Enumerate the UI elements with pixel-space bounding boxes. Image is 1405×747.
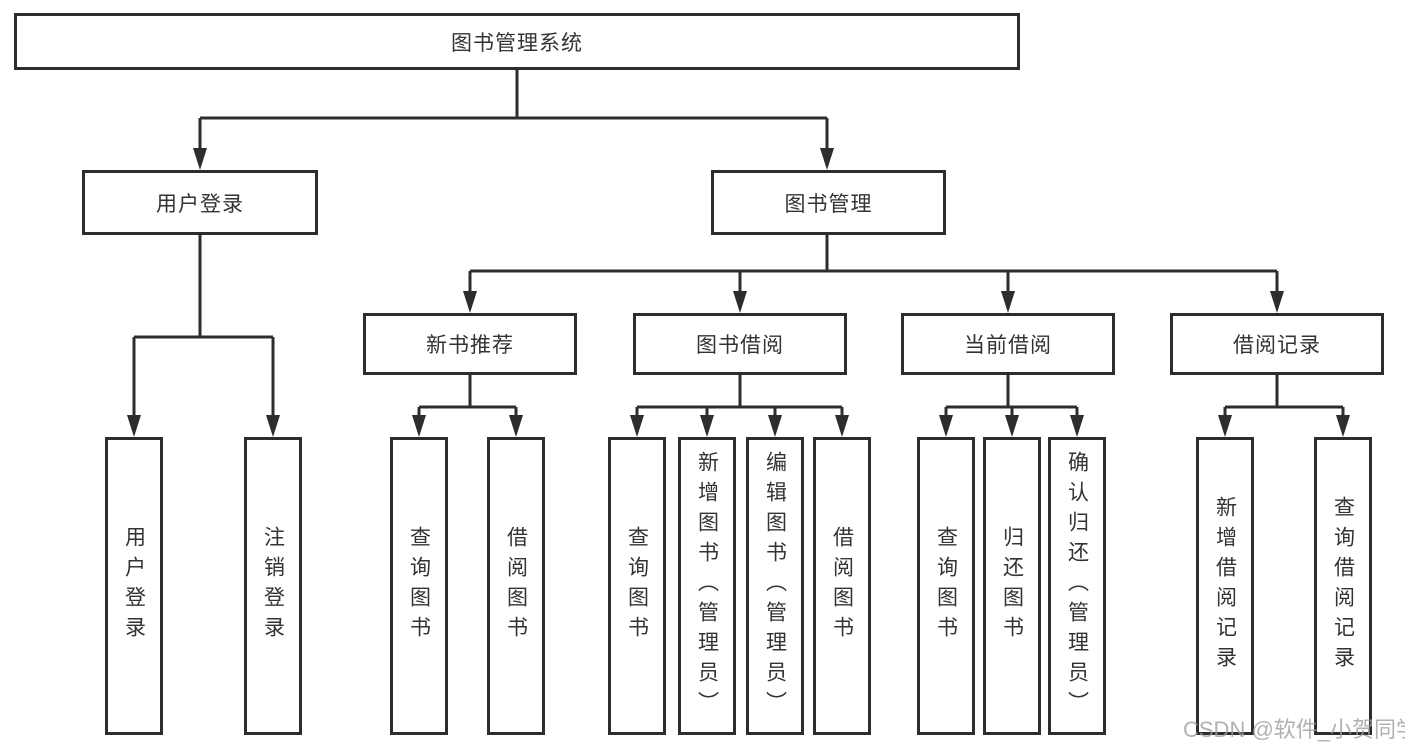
- csdn-watermark: CSDN @软件_小贺同学: [1183, 717, 1405, 742]
- node-label: 借阅图书: [504, 526, 528, 646]
- node-current-borrow: 当前借阅: [901, 313, 1115, 375]
- node-root-system: 图书管理系统: [14, 13, 1020, 70]
- leaf-user-login: 用户登录: [105, 437, 163, 735]
- leaf-edit-books-admin: 编辑图书（管理员）: [746, 437, 804, 735]
- leaf-query-books: 查询图书: [917, 437, 975, 735]
- node-label: 归还图书: [1000, 526, 1024, 646]
- node-label: 注销登录: [261, 526, 285, 646]
- node-label: 当前借阅: [964, 334, 1052, 357]
- leaf-borrow-books: 借阅图书: [813, 437, 871, 735]
- leaf-add-books-admin: 新增图书（管理员）: [678, 437, 736, 735]
- leaf-borrow-books: 借阅图书: [487, 437, 545, 735]
- node-label: 确认归还（管理员）: [1065, 451, 1089, 721]
- leaf-confirm-return-admin: 确认归还（管理员）: [1048, 437, 1106, 735]
- leaf-query-borrow-record: 查询借阅记录: [1314, 437, 1372, 735]
- node-book-management: 图书管理: [711, 170, 946, 235]
- node-label: 图书借阅: [696, 334, 784, 357]
- node-label: 新增借阅记录: [1213, 496, 1237, 676]
- node-new-book-recommend: 新书推荐: [363, 313, 577, 375]
- leaf-logout: 注销登录: [244, 437, 302, 735]
- node-user-login: 用户登录: [82, 170, 318, 235]
- node-book-borrow: 图书借阅: [633, 313, 847, 375]
- leaf-query-books: 查询图书: [390, 437, 448, 735]
- node-label: 查询图书: [407, 526, 431, 646]
- arrowhead-icons: [127, 148, 1350, 437]
- leaf-return-books: 归还图书: [983, 437, 1041, 735]
- node-label: 编辑图书（管理员）: [763, 451, 787, 721]
- node-label: 图书管理: [784, 192, 873, 216]
- node-label: 借阅记录: [1233, 334, 1321, 357]
- node-label: 用户登录: [122, 526, 146, 646]
- node-label: 新增图书（管理员）: [695, 451, 719, 721]
- leaf-query-books: 查询图书: [608, 437, 666, 735]
- node-label: 借阅图书: [830, 526, 854, 646]
- node-label: 查询图书: [934, 526, 958, 646]
- leaf-add-borrow-record: 新增借阅记录: [1196, 437, 1254, 735]
- node-label: 图书管理系统: [451, 31, 583, 55]
- node-label: 查询图书: [625, 526, 649, 646]
- node-label: 新书推荐: [426, 334, 514, 357]
- node-label: 查询借阅记录: [1331, 496, 1355, 676]
- node-borrow-record: 借阅记录: [1170, 313, 1384, 375]
- node-label: 用户登录: [156, 192, 244, 216]
